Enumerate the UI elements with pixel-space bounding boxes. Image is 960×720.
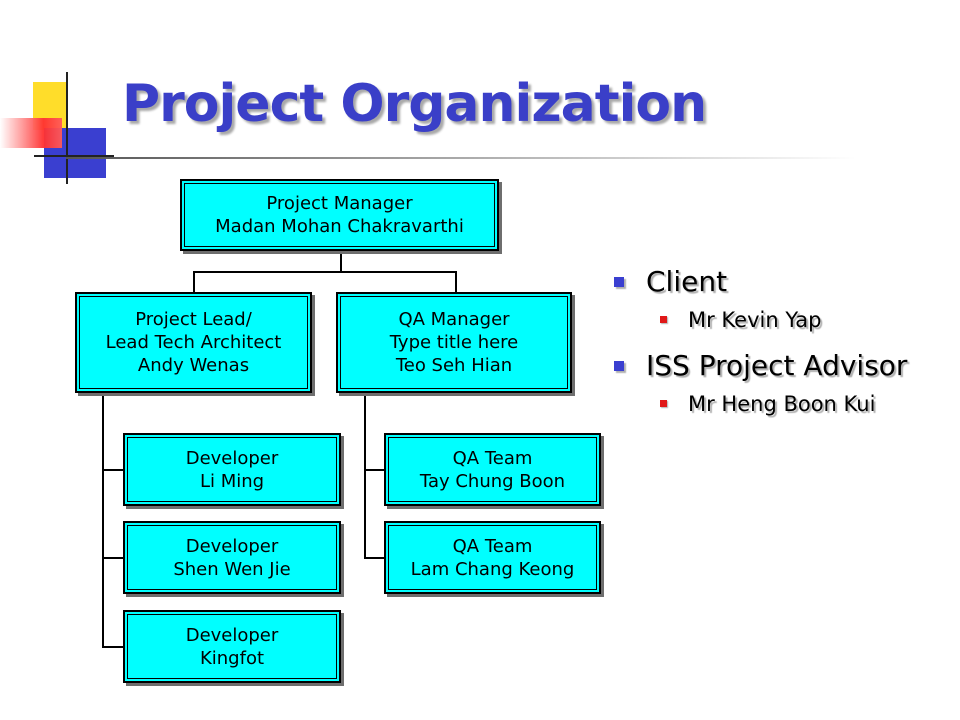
sub-bullet-label: Mr Kevin Yap	[688, 308, 822, 332]
title-underline-rule	[66, 157, 856, 159]
connector-qa-2	[364, 557, 384, 559]
connector-dev-2	[102, 557, 124, 559]
bullet-client: Client	[612, 264, 907, 300]
bullet-label: ISS Project Advisor	[646, 349, 908, 382]
org-box-developer: Developer Li Ming	[123, 433, 341, 506]
connector-dev-trunk	[102, 393, 104, 648]
org-box-developer: Developer Shen Wen Jie	[123, 521, 341, 594]
connector-dev-1	[102, 469, 124, 471]
org-box-project-lead: Project Lead/ Lead Tech Architect Andy W…	[75, 292, 312, 393]
org-box-qa-manager: QA Manager Type title here Teo Seh Hian	[336, 292, 572, 393]
box-text: Lead Tech Architect	[105, 332, 282, 353]
box-text: Lam Chang Keong	[410, 558, 575, 580]
box-text: Li Ming	[199, 470, 265, 492]
connector-qa-trunk	[364, 393, 366, 559]
org-box-developer: Developer Kingfot	[123, 610, 341, 683]
org-box-project-manager: Project Manager Madan Mohan Chakravarthi	[180, 179, 499, 251]
connector-dev-3	[102, 646, 124, 648]
sub-bullet-label: Mr Heng Boon Kui	[688, 392, 876, 416]
connector-to-lead	[193, 271, 195, 293]
box-text: Developer	[185, 624, 279, 646]
connector-qa-1	[364, 469, 384, 471]
box-text: Type title here	[389, 332, 519, 353]
box-text: Shen Wen Jie	[173, 558, 291, 580]
org-box-qa-team: QA Team Lam Chang Keong	[384, 521, 601, 594]
org-box-qa-team: QA Team Tay Chung Boon	[384, 433, 601, 506]
box-text: Developer	[185, 447, 279, 469]
box-text: Developer	[185, 535, 279, 557]
bullet-label: Client	[646, 265, 728, 298]
logo-vertical-line	[66, 72, 68, 184]
connector-to-qa-manager	[455, 271, 457, 293]
sub-bullet-client-name: Mr Kevin Yap	[612, 306, 907, 334]
slide-title: Project Organization	[122, 74, 707, 134]
logo-horizontal-line	[34, 155, 114, 157]
box-text: QA Team	[452, 447, 533, 469]
logo-red-bar	[0, 118, 62, 148]
bullet-iss-advisor: ISS Project Advisor	[612, 348, 907, 384]
box-text: Project Lead/	[135, 309, 252, 330]
box-text: Project Manager	[266, 193, 413, 214]
sub-bullet-advisor-name: Mr Heng Boon Kui	[612, 390, 907, 418]
box-text: Madan Mohan Chakravarthi	[215, 216, 464, 237]
square-bullet-icon	[614, 361, 624, 371]
square-bullet-icon	[614, 277, 624, 287]
box-text: QA Manager	[398, 309, 510, 330]
connector-top-horizontal	[193, 271, 457, 273]
box-text: Tay Chung Boon	[419, 470, 566, 492]
box-text: QA Team	[452, 535, 533, 557]
square-bullet-icon	[660, 400, 667, 407]
connector-pm-down	[340, 251, 342, 272]
box-text: Kingfot	[199, 647, 265, 669]
box-text: Andy Wenas	[137, 355, 250, 376]
bullet-list: Client Mr Kevin Yap ISS Project Advisor …	[612, 264, 907, 432]
square-bullet-icon	[660, 316, 667, 323]
box-text: Teo Seh Hian	[395, 355, 513, 376]
